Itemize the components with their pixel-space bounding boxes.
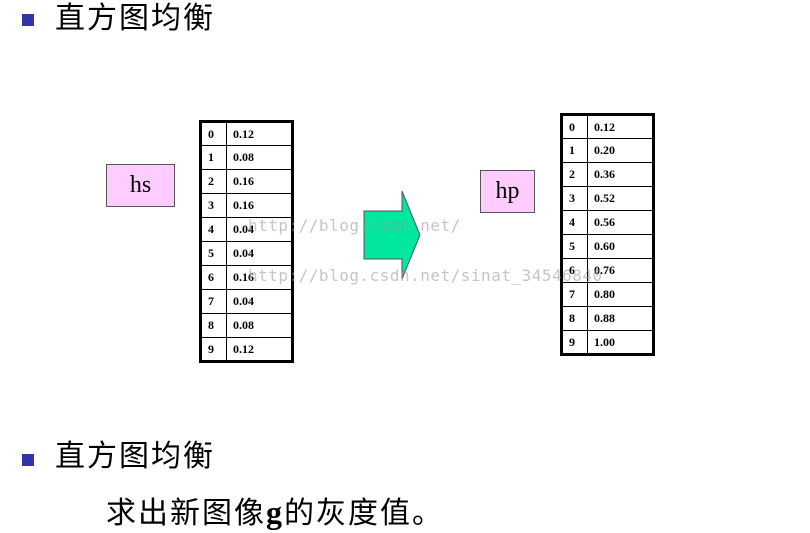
probability-cell: 0.12 <box>226 337 293 362</box>
probability-cell: 0.12 <box>226 121 293 146</box>
watermark: http://blog.csdn.net/sinat_34546840 <box>248 266 603 285</box>
probability-cell: 0.88 <box>587 306 654 331</box>
section-heading: 直方图均衡 <box>55 439 215 474</box>
gray-level-cell: 3 <box>561 186 588 211</box>
probability-cell: 0.16 <box>226 193 293 218</box>
gray-level-cell: 7 <box>200 289 227 314</box>
bullet-icon <box>22 14 34 26</box>
gray-level-cell: 5 <box>200 241 227 266</box>
gray-level-cell: 8 <box>200 313 227 338</box>
description-text: 求出新图像g的灰度值。 <box>106 496 444 529</box>
probability-cell: 0.12 <box>587 114 654 139</box>
probability-cell: 0.08 <box>226 145 293 170</box>
gray-level-cell: 5 <box>561 234 588 259</box>
probability-cell: 0.80 <box>587 282 654 307</box>
description-suffix: 的灰度值。 <box>284 496 444 531</box>
page-title: 直方图均衡 <box>55 1 215 36</box>
bullet-icon <box>22 454 34 466</box>
probability-cell: 0.20 <box>587 138 654 163</box>
probability-cell: 0.36 <box>587 162 654 187</box>
gray-level-cell: 3 <box>200 193 227 218</box>
gray-level-cell: 1 <box>561 138 588 163</box>
probability-cell: 0.52 <box>587 186 654 211</box>
probability-cell: 0.60 <box>587 234 654 259</box>
description-prefix: 求出新图像 <box>106 496 266 531</box>
right-arrow-icon <box>363 190 421 280</box>
hs-label: hs <box>106 164 175 207</box>
gray-level-cell: 1 <box>200 145 227 170</box>
gray-level-cell: 0 <box>200 121 227 146</box>
probability-cell: 0.04 <box>226 241 293 266</box>
probability-cell: 0.56 <box>587 210 654 235</box>
gray-level-cell: 6 <box>200 265 227 290</box>
gray-level-cell: 2 <box>561 162 588 187</box>
gray-level-cell: 4 <box>200 217 227 242</box>
watermark: http://blog.csdn.net/ <box>248 216 461 235</box>
variable-g: g <box>266 494 284 530</box>
gray-level-cell: 9 <box>561 330 588 355</box>
probability-cell: 0.08 <box>226 313 293 338</box>
gray-level-cell: 4 <box>561 210 588 235</box>
probability-cell: 1.00 <box>587 330 654 355</box>
gray-level-cell: 2 <box>200 169 227 194</box>
probability-cell: 0.04 <box>226 289 293 314</box>
gray-level-cell: 0 <box>561 114 588 139</box>
gray-level-cell: 8 <box>561 306 588 331</box>
hp-label: hp <box>480 170 535 213</box>
gray-level-cell: 7 <box>561 282 588 307</box>
gray-level-cell: 9 <box>200 337 227 362</box>
probability-cell: 0.16 <box>226 169 293 194</box>
